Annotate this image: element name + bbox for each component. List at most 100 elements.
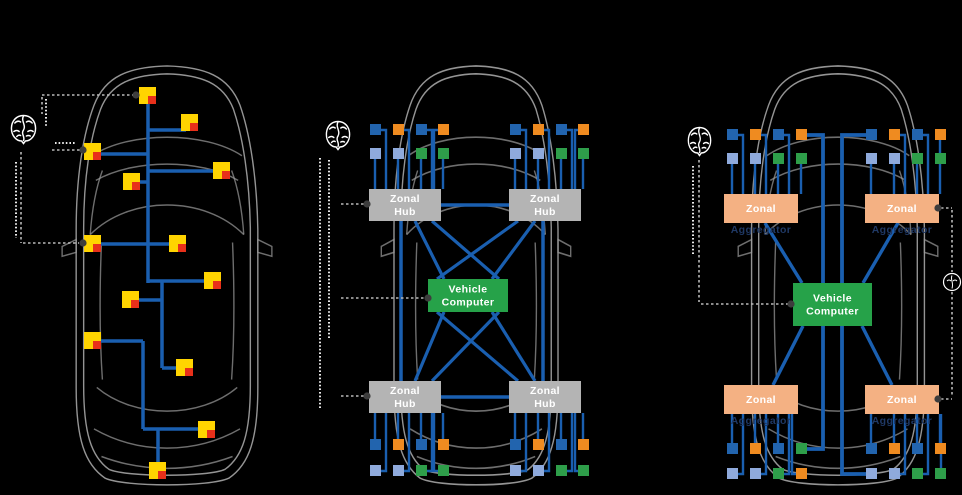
zonal-aggregator-front-left-label: Zonal	[746, 203, 776, 215]
pointer-dot	[79, 239, 87, 247]
pointer-dot	[934, 204, 942, 212]
ecu-node	[84, 143, 101, 160]
ecu-chip	[158, 471, 166, 479]
brain-icon	[325, 120, 351, 151]
sensor-node-b	[912, 443, 923, 454]
sensor-node-o	[533, 439, 544, 450]
sensor-node-l	[370, 148, 381, 159]
ecu-node	[169, 235, 186, 252]
sensor-node-b	[370, 124, 381, 135]
ecu-chip	[178, 244, 186, 252]
wiring-harness	[101, 104, 213, 463]
pointer-dot	[934, 395, 942, 403]
sensor-node-b	[866, 443, 877, 454]
brain-icon	[687, 126, 712, 157]
sensor-node-l	[727, 468, 738, 479]
sensor-node-l	[510, 465, 521, 476]
zonal-aggregator-rear-right: Zonal	[865, 385, 939, 414]
sensor-node-b	[912, 129, 923, 140]
ecu-chip	[207, 430, 215, 438]
sensor-node-g	[438, 148, 449, 159]
zonal-aggregator-front-left: Zonal	[724, 194, 798, 223]
ecu-chip	[93, 244, 101, 252]
ecu-node	[198, 421, 215, 438]
aggregator-sub-label: Aggregator	[731, 224, 792, 236]
sensor-node-b	[416, 439, 427, 450]
zonal-aggregator-rear-left-label: Zonal	[746, 394, 776, 406]
sensor-node-o	[796, 129, 807, 140]
sensor-node-l	[393, 148, 404, 159]
pointer-dot	[363, 392, 371, 400]
sensor-node-b	[510, 124, 521, 135]
sensor-node-l	[533, 148, 544, 159]
pointer-dot	[787, 300, 795, 308]
sensor-node-g	[556, 148, 567, 159]
sensor-node-g	[773, 468, 784, 479]
sensor-node-o	[578, 439, 589, 450]
pointer-dot	[363, 200, 371, 208]
car-outline	[61, 65, 273, 486]
ecu-chip	[93, 341, 101, 349]
sensor-node-o	[796, 468, 807, 479]
ecu-node	[204, 272, 221, 289]
sensor-node-o	[438, 439, 449, 450]
sensor-node-l	[866, 468, 877, 479]
sensor-node-o	[438, 124, 449, 135]
aggregator-sub-label: Aggregator	[731, 415, 792, 427]
ecu-node	[149, 462, 166, 479]
wiring-harness	[373, 128, 585, 473]
sensor-node-l	[370, 465, 381, 476]
sensor-node-b	[370, 439, 381, 450]
sensor-node-b	[727, 443, 738, 454]
pointer-dot	[424, 294, 432, 302]
zonal-aggregator-rear-left: Zonal	[724, 385, 798, 414]
brain-icon	[10, 114, 37, 145]
panel-distributed	[10, 65, 273, 486]
wiring-harness	[730, 133, 946, 476]
ecu-chip	[185, 368, 193, 376]
sensor-node-l	[533, 465, 544, 476]
sensor-node-g	[773, 153, 784, 164]
mini-brain-icon	[942, 272, 962, 292]
sensor-node-g	[912, 153, 923, 164]
sensor-node-l	[750, 468, 761, 479]
ecu-chip	[213, 281, 221, 289]
ecu-node	[123, 173, 140, 190]
sensor-node-l	[727, 153, 738, 164]
sensor-node-l	[889, 468, 900, 479]
ecu-node	[84, 235, 101, 252]
ecu-chip	[93, 152, 101, 160]
ecu-node	[181, 114, 198, 131]
zonal-aggregator-rear-right-label: Zonal	[887, 394, 917, 406]
sensor-node-g	[556, 465, 567, 476]
ecu-node	[84, 332, 101, 349]
ecu-node	[139, 87, 156, 104]
sensor-node-g	[578, 465, 589, 476]
sensor-node-o	[750, 443, 761, 454]
sensor-node-o	[393, 124, 404, 135]
sensor-node-o	[935, 443, 946, 454]
sensor-node-g	[935, 153, 946, 164]
ecu-chip	[148, 96, 156, 104]
sensor-node-o	[750, 129, 761, 140]
ecu-node	[122, 291, 139, 308]
sensor-node-b	[773, 443, 784, 454]
sensor-node-g	[796, 153, 807, 164]
ecu-chip	[131, 300, 139, 308]
sensor-node-l	[866, 153, 877, 164]
ecu-node	[213, 162, 230, 179]
sensor-node-o	[889, 129, 900, 140]
sensor-node-g	[796, 443, 807, 454]
sensor-node-b	[556, 124, 567, 135]
sensor-node-o	[393, 439, 404, 450]
